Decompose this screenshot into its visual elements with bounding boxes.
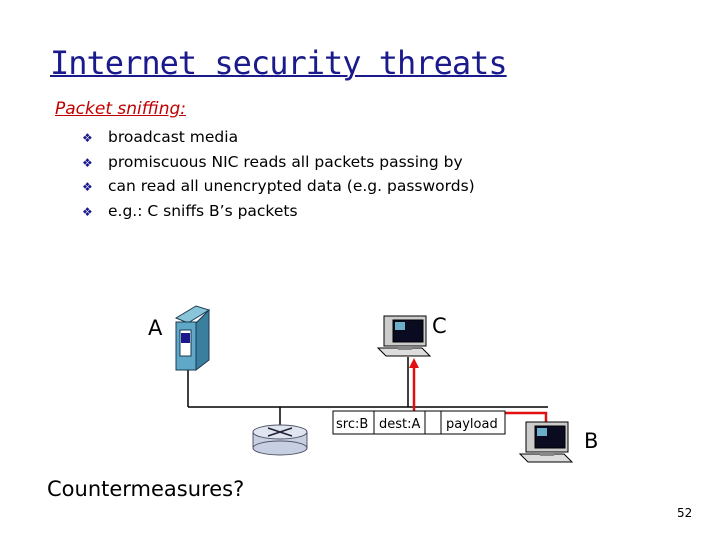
router-icon: [253, 425, 307, 455]
packet-payload: payload: [446, 417, 498, 432]
packet-src: src:B: [336, 417, 368, 432]
node-label-a: A: [148, 316, 162, 340]
node-label-b: B: [584, 429, 598, 453]
computer-icon: [378, 316, 430, 356]
computer-icon: [520, 422, 572, 462]
server-icon: [176, 306, 209, 370]
countermeasures-text: Countermeasures?: [47, 477, 244, 501]
packet-dest: dest:A: [379, 417, 421, 432]
page-number: 52: [677, 506, 692, 520]
node-label-c: C: [432, 314, 447, 338]
packet: src:B dest:A payload: [333, 411, 505, 434]
